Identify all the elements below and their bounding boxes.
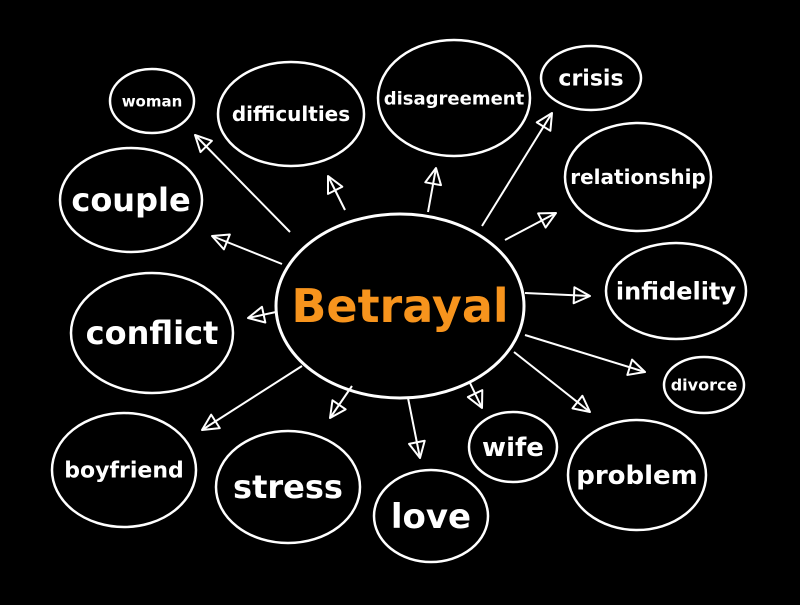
node-label: conflict — [86, 314, 219, 352]
arrowhead-infidelity — [572, 286, 591, 305]
node-difficulties: difficulties — [216, 60, 366, 168]
connector-difficulties — [327, 175, 346, 211]
arrowhead-divorce — [626, 358, 646, 376]
connector-stress — [329, 385, 353, 419]
node-label: relationship — [570, 165, 706, 189]
connector-couple — [211, 235, 283, 265]
arrowhead-relationship — [537, 212, 557, 229]
connector-love — [407, 397, 421, 459]
arrowhead-crisis — [535, 112, 553, 132]
node-bubble — [216, 60, 366, 168]
node-problem: problem — [566, 418, 708, 532]
node-bubble — [108, 67, 196, 135]
arrowhead-problem — [571, 394, 591, 413]
connector-crisis — [481, 112, 553, 227]
node-crisis: crisis — [539, 44, 643, 112]
node-bubble — [376, 38, 532, 158]
node-woman: woman — [108, 67, 196, 135]
node-label: disagreement — [384, 88, 525, 109]
node-label: problem — [576, 461, 698, 491]
node-label: difficulties — [232, 102, 350, 126]
node-label: couple — [71, 181, 190, 219]
arrowhead-difficulties — [327, 175, 344, 195]
center-title: Betrayal — [291, 279, 508, 333]
node-wife: wife — [467, 410, 559, 484]
node-couple: couple — [58, 146, 204, 254]
node-label: love — [391, 497, 471, 537]
node-label: infidelity — [616, 277, 736, 305]
connector-boyfriend — [201, 365, 303, 431]
node-label: stress — [233, 468, 343, 506]
connector-divorce — [524, 334, 646, 373]
connector-wife — [469, 382, 483, 409]
connector-disagreement — [427, 167, 437, 213]
node-relationship: relationship — [563, 121, 713, 233]
connector-infidelity — [524, 292, 591, 297]
node-bubble — [467, 410, 559, 484]
node-stress: stress — [214, 429, 362, 545]
node-divorce: divorce — [662, 355, 746, 415]
connectors — [194, 112, 646, 459]
node-bubble — [372, 468, 490, 564]
arrowhead-boyfriend — [201, 413, 221, 431]
node-infidelity: infidelity — [604, 241, 748, 341]
arrowhead-stress — [329, 399, 347, 419]
connector-woman — [194, 134, 291, 233]
center-bubble — [274, 212, 526, 400]
node-bubble — [563, 121, 713, 233]
node-bubble — [539, 44, 643, 112]
node-bubble — [214, 429, 362, 545]
connector-problem — [513, 351, 591, 413]
node-label: crisis — [558, 67, 623, 92]
connector-conflict — [247, 311, 277, 319]
connector-relationship — [504, 212, 557, 241]
center-node: Betrayal — [274, 212, 526, 400]
node-bubble — [58, 146, 204, 254]
node-bubble — [566, 418, 708, 532]
arrowhead-love — [408, 439, 426, 459]
node-bubble — [662, 355, 746, 415]
node-label: divorce — [671, 376, 738, 395]
node-love: love — [372, 468, 490, 564]
arrowhead-wife — [466, 389, 484, 409]
node-disagreement: disagreement — [376, 38, 532, 158]
node-bubble — [50, 411, 198, 529]
node-bubble — [604, 241, 748, 341]
node-bubble — [69, 271, 235, 395]
arrowhead-woman — [194, 134, 213, 154]
arrowhead-conflict — [247, 305, 267, 324]
node-label: woman — [122, 92, 183, 110]
bubbles: woman difficulties disagreement crisis relat… — [50, 38, 748, 564]
node-boyfriend: boyfriend — [50, 411, 198, 529]
node-conflict: conflict — [69, 271, 235, 395]
arrowhead-disagreement — [424, 167, 443, 187]
arrowhead-couple — [211, 233, 231, 251]
node-label: wife — [482, 433, 544, 463]
node-label: boyfriend — [64, 459, 184, 484]
